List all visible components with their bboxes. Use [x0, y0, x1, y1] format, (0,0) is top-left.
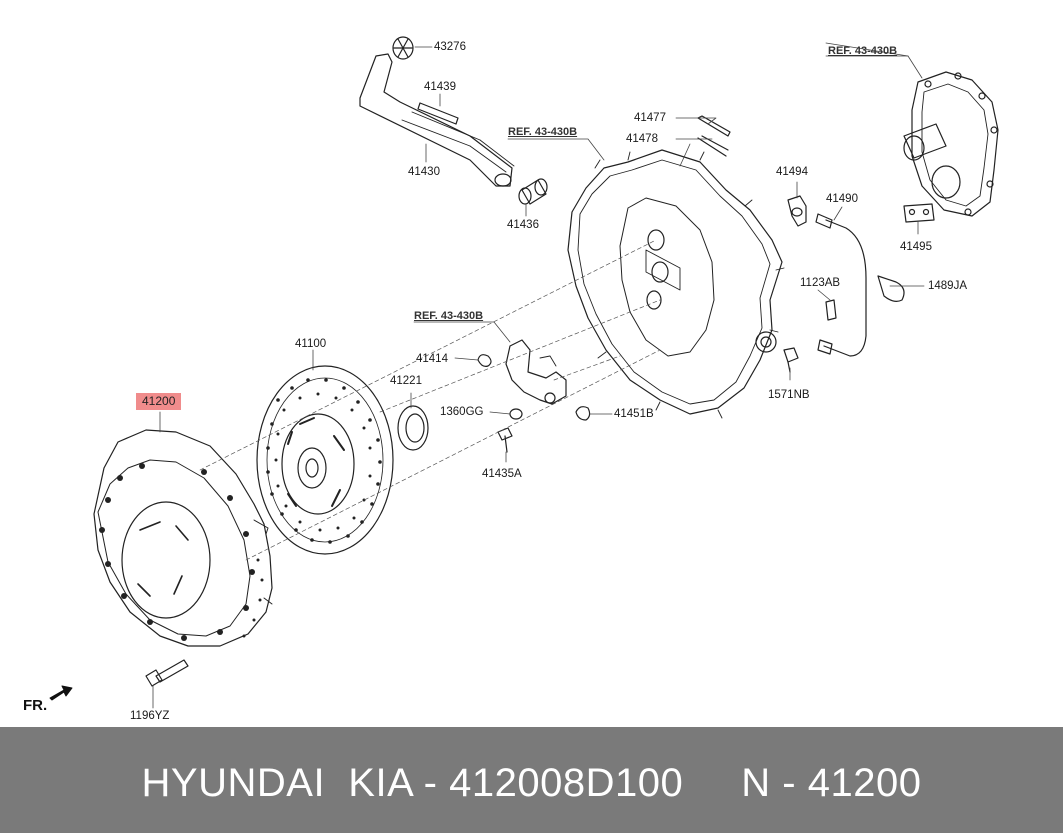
- clamp-1489JA: [877, 275, 905, 302]
- clip-41477: [697, 115, 731, 137]
- transmission-cover: [903, 71, 999, 217]
- oil-seal-41221: [397, 405, 429, 451]
- hose-41490: [815, 213, 867, 357]
- release-fork: [505, 339, 567, 405]
- label-1196YZ: 1196YZ: [130, 710, 170, 722]
- label-41495: 41495: [900, 241, 932, 253]
- ref-label-43-430b-fork: REF. 43-430B: [414, 310, 484, 322]
- clutch-release-shaft: [359, 53, 515, 187]
- label-41478: 41478: [626, 133, 658, 145]
- pressure-plate-holes: [99, 463, 264, 641]
- part-number-footer: HYUNDAI KIA - 412008D100 N - 41200: [0, 727, 1063, 833]
- label-41430: 41430: [408, 166, 440, 178]
- clutch-housing: [567, 149, 785, 419]
- bolt-1123AB: [825, 299, 837, 321]
- ref-label-43-430b-cover: REF. 43-430B: [828, 45, 898, 57]
- fr-arrow-icon: [49, 685, 73, 701]
- label-41200-highlighted: 41200: [136, 393, 182, 410]
- label-1571NB: 1571NB: [768, 389, 810, 401]
- key-41439: [417, 102, 459, 125]
- pivot-41414: [477, 354, 492, 367]
- clutch-disc-rivets: [266, 378, 382, 544]
- label-41494: 41494: [776, 166, 808, 178]
- clutch-disc: [256, 365, 394, 555]
- label-41490: 41490: [826, 193, 858, 205]
- label-43276: 43276: [434, 41, 466, 53]
- parts-diagram: 43276 41439 41430 41436 REF. 43-430B 414…: [23, 36, 999, 722]
- label-1123AB: 1123AB: [800, 277, 841, 289]
- ref-label-43-430b-housing: REF. 43-430B: [508, 126, 578, 138]
- bolt-1196YZ: [145, 659, 189, 687]
- fitting-41494: [787, 195, 807, 227]
- retainer-41451B: [575, 406, 591, 421]
- bushing-41436: [518, 178, 548, 205]
- bolt-41435A: [497, 427, 513, 453]
- washer-1360GG: [509, 408, 523, 420]
- front-direction-label: FR.: [23, 697, 48, 714]
- clip-41478: [697, 135, 729, 157]
- label-41451B: 41451B: [614, 408, 654, 420]
- label-1360GG: 1360GG: [440, 406, 484, 418]
- label-41435A: 41435A: [482, 468, 522, 480]
- label-1489JA: 1489JA: [928, 280, 968, 292]
- parts-drawing: [49, 36, 999, 709]
- part-number-text: HYUNDAI KIA - 412008D100 N - 41200: [141, 761, 922, 805]
- label-41221: 41221: [390, 375, 422, 387]
- bushing-43276: [392, 36, 414, 60]
- label-41414: 41414: [416, 353, 448, 365]
- bracket-41495: [903, 203, 935, 223]
- bolt-1571NB: [783, 347, 799, 373]
- label-41439: 41439: [424, 81, 456, 93]
- label-41436: 41436: [507, 219, 539, 231]
- label-41477: 41477: [634, 112, 666, 124]
- pressure-plate: [93, 429, 273, 647]
- label-41100: 41100: [295, 338, 327, 350]
